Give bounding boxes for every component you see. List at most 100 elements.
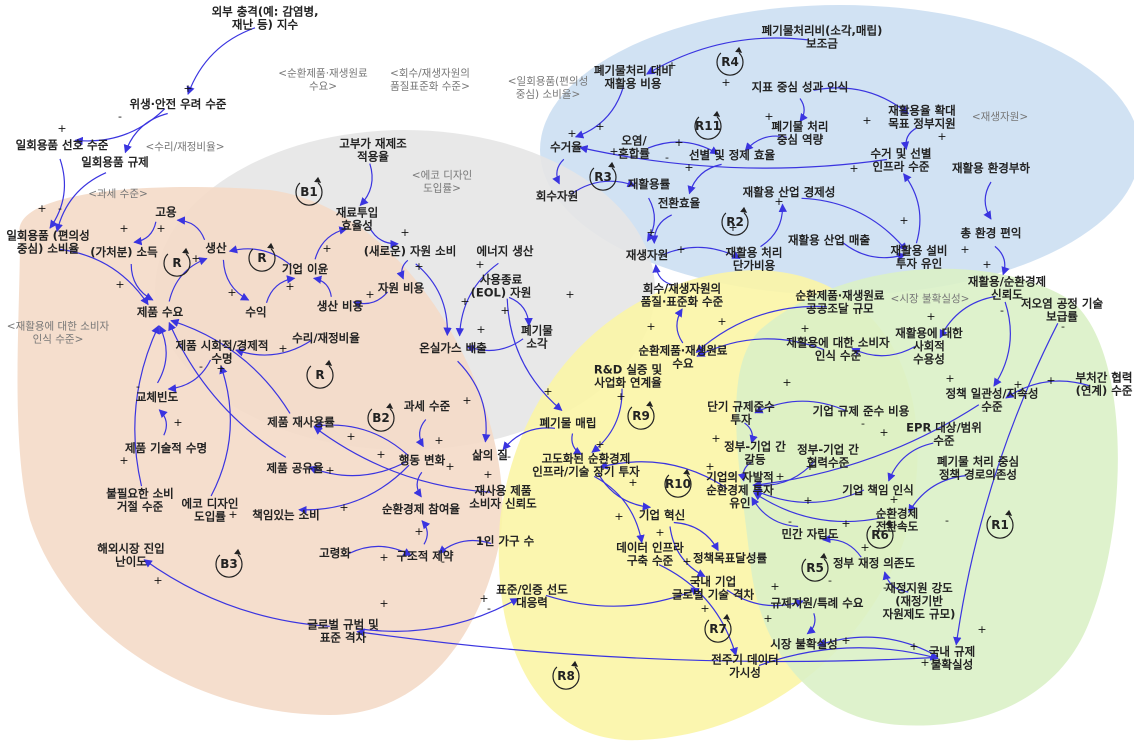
loop-label: B3: [220, 557, 238, 571]
loop-label: B2: [372, 411, 390, 425]
loop-circle-arrow-icon: [721, 212, 749, 236]
link-arrow: [167, 359, 212, 393]
node-line: (새로운) 자원 소비: [364, 244, 457, 258]
node-n89: 고령화: [319, 546, 351, 560]
node-line: 목표 정부지원: [888, 117, 955, 131]
positive-polarity-sign: +: [764, 110, 773, 123]
link-arrow: [939, 295, 996, 339]
positive-polarity-sign: +: [774, 195, 783, 208]
positive-polarity-sign: +: [183, 82, 192, 95]
node-line: 폐기물: [521, 324, 553, 338]
node-n38: 총 환경 편익: [961, 226, 1022, 240]
loop-marker: R4: [716, 46, 744, 76]
node-line: 구축 수준: [627, 554, 674, 568]
loop-circle-arrow-icon: [664, 474, 692, 498]
node-line: 외부 충격(예: 감염병,: [212, 5, 319, 19]
link-arrow: [695, 305, 827, 353]
node-n48: 수익: [245, 305, 266, 319]
node-line: 책임있는 소비: [252, 508, 319, 522]
node-line: 투자: [730, 413, 752, 427]
node-line: 협력수준: [807, 456, 850, 470]
node-line: 효율성: [341, 219, 373, 233]
node-line: 전환효율: [658, 196, 701, 210]
link-arrow: [359, 163, 373, 207]
positive-polarity-sign: +: [805, 460, 814, 473]
positive-polarity-sign: +: [595, 120, 604, 133]
link-arrow: [882, 571, 909, 593]
node-n78: 기업 책임 인식: [842, 483, 914, 497]
positive-polarity-sign: +: [899, 214, 908, 227]
link-arrow: [356, 628, 939, 663]
positive-polarity-sign: +: [153, 574, 162, 587]
node-line: (가처분) 소득: [90, 245, 158, 259]
node-line: 폐기물 처리: [772, 120, 829, 134]
link-arrow: [314, 226, 348, 260]
node-line: 고부가 재제조: [339, 137, 407, 151]
link-arrow: [143, 559, 330, 627]
link-arrow: [352, 291, 389, 309]
link-arrow: [545, 587, 700, 607]
link-arrow: [758, 647, 939, 667]
loop-label: R7: [709, 622, 727, 636]
node-line: 재활용 비용: [605, 77, 662, 91]
node-n47: 생산 비용: [317, 299, 364, 313]
link-arrow: [900, 127, 918, 151]
loop-arrowhead-icon: [646, 400, 654, 407]
node-n86: 1인 가구 수: [476, 534, 535, 548]
positive-polarity-sign: +: [682, 555, 691, 568]
node-n31: 생산: [205, 241, 227, 255]
loop-label: R5: [806, 561, 824, 575]
loop-circle-arrow-icon: [306, 365, 334, 389]
node-n41: 자원 비용: [378, 281, 425, 295]
node-line: 단가비용: [733, 259, 776, 273]
positive-polarity-sign: +: [926, 310, 935, 323]
negative-polarity-sign: -: [199, 360, 203, 373]
positive-polarity-sign: +: [711, 432, 720, 445]
link-arrow: [799, 98, 808, 123]
negative-polarity-sign: -: [441, 555, 445, 568]
link-arrow: [312, 275, 332, 297]
node-line: 정책 경로의존성: [939, 468, 1017, 482]
node-line: 재료투입: [336, 206, 378, 220]
node-line: 고령화: [319, 546, 351, 560]
node-line: 기업의 자발적: [706, 470, 773, 484]
positive-polarity-sign: +: [655, 526, 664, 539]
node-n21: <과세 수준>: [88, 188, 148, 200]
edges-layer: [49, 27, 1091, 667]
link-arrow: [591, 388, 623, 453]
node-line: <재활용에 대한 소비자: [7, 320, 110, 333]
link-arrow: [658, 564, 738, 657]
loop-marker: R5: [801, 552, 829, 582]
node-n59: 교체빈도: [136, 390, 179, 404]
loop-arrowhead-icon: [740, 206, 748, 213]
loop-arrowhead-icon: [683, 468, 691, 475]
positive-polarity-sign: +: [445, 460, 454, 473]
link-arrow: [415, 419, 427, 448]
positive-polarity-sign: +: [191, 252, 200, 265]
background-regions: [17, 5, 1134, 741]
node-line: 정책 일관성/지속성: [946, 387, 1039, 401]
positive-polarity-sign: +: [400, 226, 409, 239]
node-line: <수리/재정비율>: [145, 141, 224, 153]
node-n11: 일회용품 선호 수준: [16, 138, 109, 152]
positive-polarity-sign: +: [322, 242, 331, 255]
loop-marker: R6: [866, 519, 894, 549]
positive-polarity-sign: +: [37, 202, 46, 215]
positive-polarity-sign: +: [567, 127, 576, 140]
link-arrow: [421, 520, 431, 545]
link-arrow: [356, 597, 519, 632]
negative-polarity-sign: -: [945, 514, 949, 527]
positive-polarity-sign: +: [717, 315, 726, 328]
positive-polarity-sign: +: [434, 434, 443, 447]
